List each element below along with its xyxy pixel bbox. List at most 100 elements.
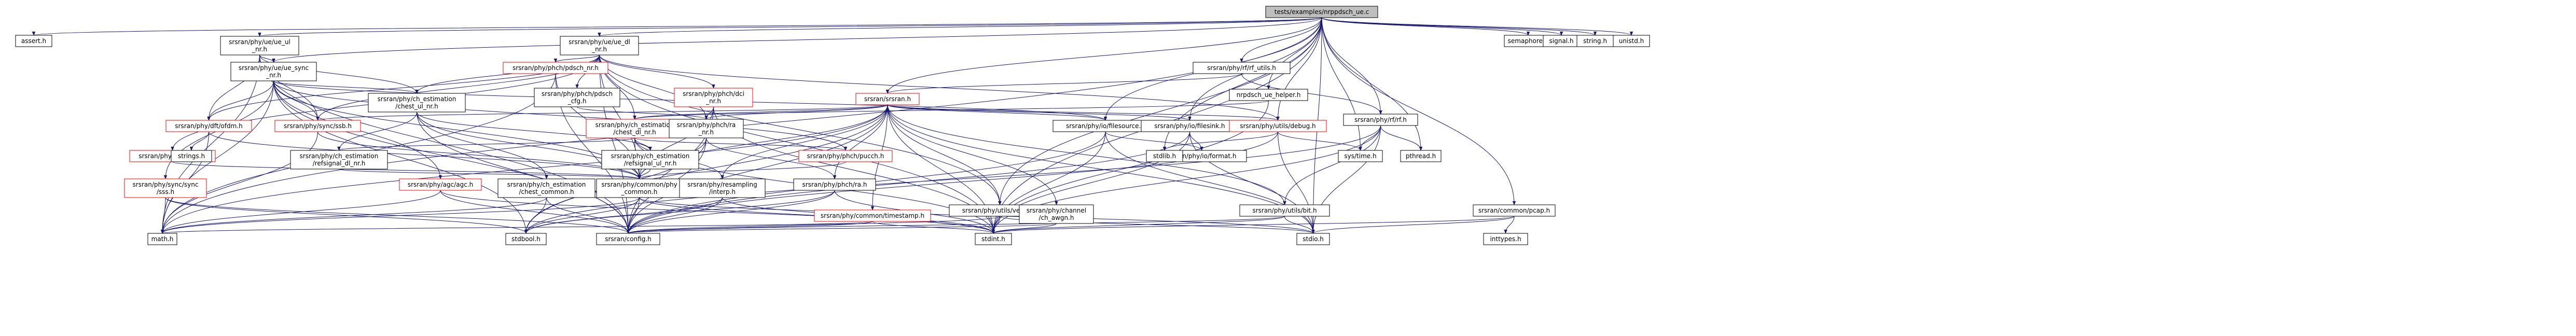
node-csi_rs[interactable]: srsran/phy/ch_estimation/refsignal_ul_nr… bbox=[601, 150, 699, 170]
node-box-math[interactable] bbox=[147, 233, 177, 245]
node-resampling[interactable]: srsran/phy/resampling/interp.h bbox=[679, 178, 766, 198]
node-format[interactable]: srsran/phy/io/format.h bbox=[1156, 150, 1247, 162]
node-box-rfh[interactable] bbox=[1343, 114, 1418, 126]
edge-sync_ssb-to-phy_common bbox=[317, 131, 640, 179]
node-box-pthread[interactable] bbox=[1400, 150, 1442, 162]
node-systime[interactable]: sys/time.h bbox=[1338, 150, 1383, 162]
node-box-systime[interactable] bbox=[1338, 150, 1383, 162]
node-stdint[interactable]: stdint.h bbox=[975, 233, 1012, 245]
node-pdsch_nr[interactable]: srsran/phy/phch/pdsch_nr.h bbox=[503, 62, 608, 74]
node-debug[interactable]: srsran/phy/utils/debug.h bbox=[1229, 120, 1327, 132]
node-label-pdsch_nr-0: srsran/phy/phch/pdsch_nr.h bbox=[513, 64, 599, 72]
node-sync_sync[interactable]: srsran/phy/sync/sync/sss.h bbox=[124, 178, 207, 198]
node-box-pbch_nr[interactable] bbox=[669, 119, 744, 138]
node-label-semaphore-0: semaphore.h bbox=[1508, 37, 1549, 45]
node-box-ue_ul_nr[interactable] bbox=[220, 36, 299, 55]
node-filesink[interactable]: srsran/phy/io/filesink.h bbox=[1141, 120, 1239, 132]
node-ue_sync_nr[interactable]: srsran/phy/ue/ue_sync_nr.h bbox=[230, 62, 317, 81]
node-box-root[interactable] bbox=[1265, 6, 1378, 18]
node-assert[interactable]: assert.h bbox=[15, 35, 52, 47]
node-pcap[interactable]: srsran/common/pcap.h bbox=[1473, 204, 1556, 217]
node-box-inttypes[interactable] bbox=[1483, 233, 1528, 245]
node-box-strings[interactable] bbox=[171, 150, 212, 162]
edge-dft_ofdm-to-strings bbox=[191, 131, 209, 151]
node-signal[interactable]: signal.h bbox=[1543, 35, 1580, 47]
node-rfh[interactable]: srsran/phy/rf/rf.h bbox=[1343, 114, 1418, 126]
node-config[interactable]: srsran/config.h bbox=[596, 233, 660, 245]
node-label-rfh-0: srsran/phy/rf/rf.h bbox=[1354, 116, 1407, 123]
node-strings[interactable]: strings.h bbox=[171, 150, 212, 162]
edge-ue_ul_nr-to-config bbox=[259, 54, 629, 233]
node-box-pha_ra[interactable] bbox=[793, 178, 876, 191]
node-box-agc[interactable] bbox=[399, 178, 482, 191]
node-ue_ul_nr[interactable]: srsran/phy/ue/ue_ul_nr.h bbox=[220, 36, 299, 55]
node-box-ch_awgn[interactable] bbox=[1019, 204, 1094, 224]
node-box-assert[interactable] bbox=[15, 35, 52, 47]
node-box-dft_ofdm[interactable] bbox=[165, 120, 252, 132]
node-box-timestamp[interactable] bbox=[814, 209, 931, 222]
node-bit[interactable]: srsran/phy/utils/bit.h bbox=[1239, 204, 1330, 217]
node-cfr[interactable]: srsran/phy/ch_estimation/refsignal_dl_nr… bbox=[290, 150, 388, 170]
node-box-config[interactable] bbox=[596, 233, 660, 245]
node-string[interactable]: string.h bbox=[1576, 35, 1614, 47]
node-pdsch_cfg[interactable]: srsran/phy/phch/pdsch_cfg.h bbox=[534, 88, 620, 107]
node-pdcch_nr[interactable]: srsran/phy/phch/dci_nr.h bbox=[674, 88, 753, 107]
node-box-sync_sync[interactable] bbox=[124, 178, 207, 198]
node-math[interactable]: math.h bbox=[147, 233, 177, 245]
node-rf[interactable]: srsran/phy/rf/rf_utils.h bbox=[1193, 62, 1291, 74]
node-box-debug[interactable] bbox=[1229, 120, 1327, 132]
edge-root-to-pthread bbox=[1321, 17, 1421, 150]
node-phy_common[interactable]: srsran/phy/common/phy_common.h bbox=[596, 178, 683, 198]
node-box-chest_ul[interactable] bbox=[368, 93, 466, 113]
node-box-pcap[interactable] bbox=[1473, 204, 1556, 217]
node-box-pdsch_cfg[interactable] bbox=[534, 88, 620, 107]
node-stdlib[interactable]: stdlib.h bbox=[1146, 150, 1183, 162]
node-box-sync_ssb[interactable] bbox=[274, 120, 361, 132]
node-label-vector-0: srsran/phy/utils/vector.h bbox=[962, 207, 1037, 214]
node-box-stdio[interactable] bbox=[1296, 233, 1330, 245]
node-box-chest_common[interactable] bbox=[497, 178, 595, 198]
node-box-ue_dl_nr[interactable] bbox=[560, 36, 639, 55]
node-box-pdcch_nr[interactable] bbox=[674, 88, 753, 107]
node-pha_ra[interactable]: srsran/phy/phch/ra.h bbox=[793, 178, 876, 191]
node-sync_ssb[interactable]: srsran/phy/sync/ssb.h bbox=[274, 120, 361, 132]
node-ue_dl_nr[interactable]: srsran/phy/ue/ue_dl_nr.h bbox=[560, 36, 639, 55]
edge-dft_ofdm-to-phy_common bbox=[209, 131, 640, 179]
node-box-ue_helper[interactable] bbox=[1229, 89, 1308, 101]
node-box-unistd[interactable] bbox=[1613, 35, 1650, 47]
node-chest_dl[interactable]: srsran/phy/ch_estimation/chest_dl_nr.h bbox=[586, 119, 684, 138]
node-pucch_nr[interactable]: srsran/phy/phch/pucch.h bbox=[798, 150, 893, 162]
node-srsran[interactable]: srsran/srsran.h bbox=[855, 93, 920, 105]
node-root[interactable]: tests/examples/nrppdsch_ue.c bbox=[1265, 6, 1378, 18]
node-box-csi_rs[interactable] bbox=[601, 150, 699, 170]
node-stdio[interactable]: stdio.h bbox=[1296, 233, 1330, 245]
node-box-pucch_nr[interactable] bbox=[798, 150, 893, 162]
node-chest_common[interactable]: srsran/phy/ch_estimation/chest_common.h bbox=[497, 178, 595, 198]
node-box-pdsch_nr[interactable] bbox=[503, 62, 608, 74]
node-ch_awgn[interactable]: srsran/phy/channel/ch_awgn.h bbox=[1019, 204, 1094, 224]
node-timestamp[interactable]: srsran/phy/common/timestamp.h bbox=[814, 209, 931, 222]
node-stdbool[interactable]: stdbool.h bbox=[505, 233, 547, 245]
node-pthread[interactable]: pthread.h bbox=[1400, 150, 1442, 162]
node-box-stdbool[interactable] bbox=[505, 233, 547, 245]
node-inttypes[interactable]: inttypes.h bbox=[1483, 233, 1528, 245]
node-box-bit[interactable] bbox=[1239, 204, 1330, 217]
node-box-cfr[interactable] bbox=[290, 150, 388, 170]
node-box-resampling[interactable] bbox=[679, 178, 766, 198]
node-box-ue_sync_nr[interactable] bbox=[230, 62, 317, 81]
node-box-srsran[interactable] bbox=[855, 93, 920, 105]
node-pbch_nr[interactable]: srsran/phy/phch/ra_nr.h bbox=[669, 119, 744, 138]
node-resample[interactable]: srsran/phy/io/filesource.h bbox=[1052, 120, 1158, 132]
node-box-stdlib[interactable] bbox=[1146, 150, 1183, 162]
node-box-rf[interactable] bbox=[1193, 62, 1291, 74]
node-unistd[interactable]: unistd.h bbox=[1613, 35, 1650, 47]
node-box-stdint[interactable] bbox=[975, 233, 1012, 245]
edge-root-to-systime bbox=[1321, 17, 1361, 150]
node-label-ue_dl_nr-0: srsran/phy/ue/ue_dl bbox=[569, 38, 630, 46]
node-ue_helper[interactable]: nrpdsch_ue_helper.h bbox=[1229, 89, 1308, 101]
node-box-chest_dl[interactable] bbox=[586, 119, 684, 138]
node-agc[interactable]: srsran/phy/agc/agc.h bbox=[399, 178, 482, 191]
node-chest_ul[interactable]: srsran/phy/ch_estimation/chest_ul_nr.h bbox=[368, 93, 466, 113]
edge-root-to-ue_dl_nr bbox=[600, 17, 1322, 37]
node-dft_ofdm[interactable]: srsran/phy/dft/ofdm.h bbox=[165, 120, 252, 132]
